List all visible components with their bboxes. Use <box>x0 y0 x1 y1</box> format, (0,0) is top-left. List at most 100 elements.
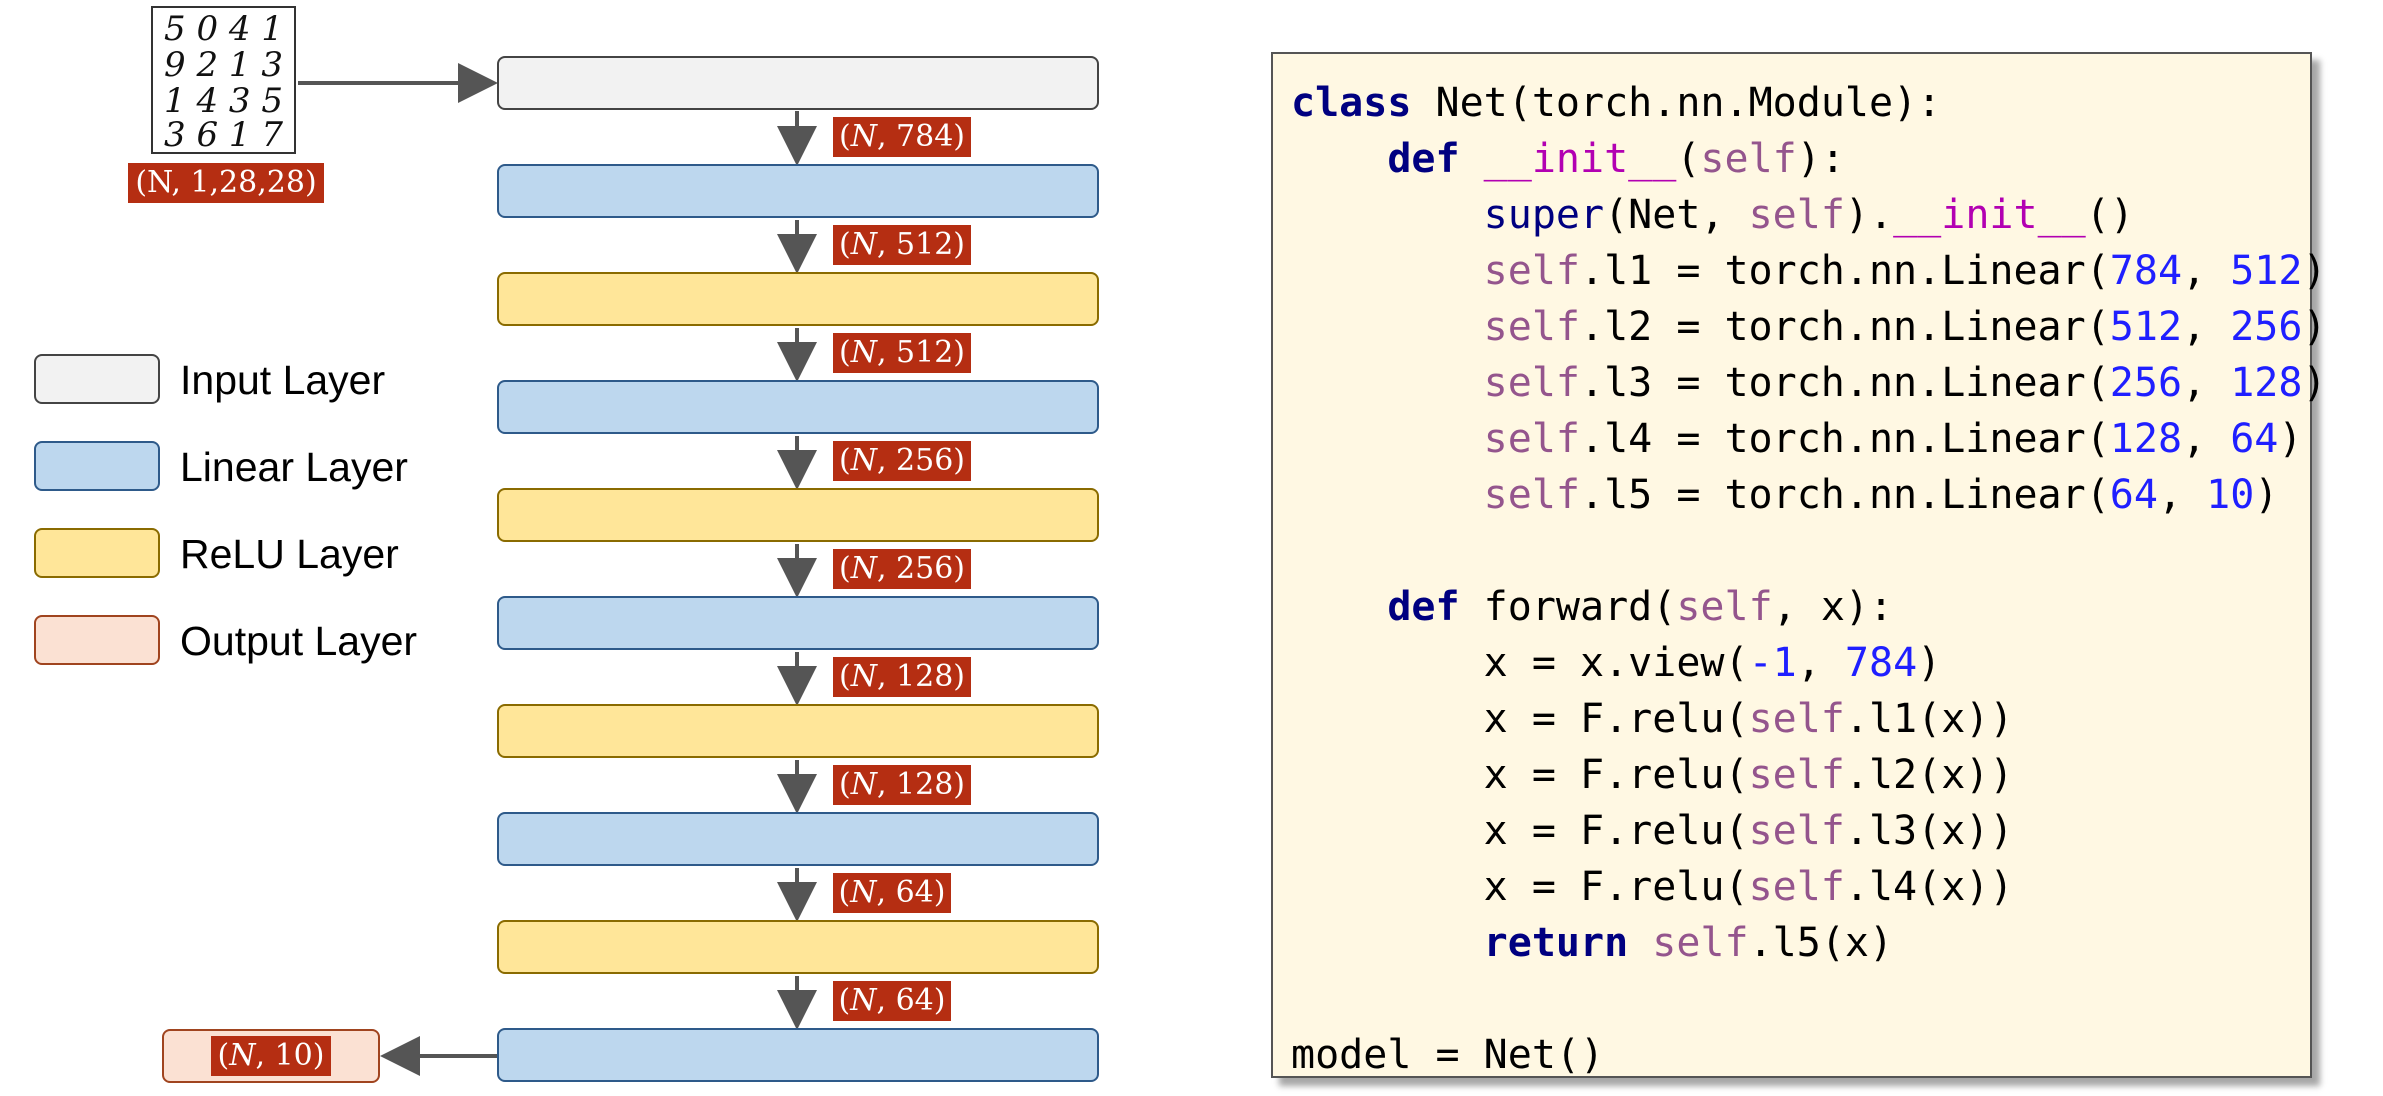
shape-tag: (N, 64) <box>833 873 951 913</box>
code-token: def <box>1387 136 1460 182</box>
code-number: 64 <box>2109 472 2158 518</box>
code-line: x = F.relu(self.l1(x)) <box>1483 696 2014 742</box>
code-token: x = F.relu( <box>1483 808 1749 854</box>
legend-swatch-relu <box>34 528 160 578</box>
shape-dim: 10 <box>274 1038 313 1073</box>
code-line: self.l3 = torch.nn.Linear(256, 128) <box>1483 360 2327 406</box>
digit-row: 5 0 4 1 <box>164 9 283 49</box>
code-token: self <box>1700 136 1797 182</box>
code-token: self <box>1483 360 1580 406</box>
code-number: 10 <box>2206 472 2255 518</box>
batch-symbol: N <box>850 659 877 694</box>
code-token: self <box>1748 752 1845 798</box>
code-token: x = x.view( <box>1483 640 1749 686</box>
code-token: x = F.relu( <box>1483 864 1749 910</box>
code-number: 256 <box>2109 360 2183 406</box>
code-number: 128 <box>2230 360 2303 406</box>
code-line: self.l4 = torch.nn.Linear(128, 64) <box>1483 416 2303 462</box>
code-line: return self.l5(x) <box>1483 920 1894 966</box>
code-line: self.l1 = torch.nn.Linear(784, 512) <box>1483 248 2327 294</box>
input-shape-tag: (N, 1,28,28) <box>128 163 324 203</box>
code-token: .l1 = torch.nn.Linear( <box>1579 248 2110 294</box>
shape-dim: 256 <box>896 443 954 478</box>
linear-layer <box>497 380 1099 434</box>
code-token: self <box>1748 192 1845 238</box>
code-token: self <box>1748 864 1845 910</box>
shape-tag: (N, 64) <box>833 981 951 1021</box>
legend-swatch-input <box>34 354 160 404</box>
code-token: self <box>1676 584 1773 630</box>
legend-label: Input Layer <box>180 357 386 403</box>
linear-layer <box>497 1028 1099 1082</box>
shape-tag: (N, 128) <box>833 657 971 697</box>
mnist-digits-image: 5 0 4 1 9 2 1 3 1 4 3 5 3 6 1 7 <box>151 6 296 154</box>
code-token: .l5 = torch.nn.Linear( <box>1579 472 2110 518</box>
legend-swatch-output <box>34 615 160 665</box>
code-number: 784 <box>2109 248 2183 294</box>
code-token: self <box>1748 808 1845 854</box>
batch-symbol: N <box>850 551 877 586</box>
code-token: __init__ <box>1893 192 2086 238</box>
code-token: self <box>1483 416 1580 462</box>
shape-tag: (N, 256) <box>833 441 971 481</box>
shape-dim: 128 <box>896 767 954 802</box>
code-line: super(Net, self).__init__() <box>1483 192 2134 238</box>
batch-symbol: N <box>229 1038 256 1073</box>
shape-dim: 784 <box>896 119 954 154</box>
code-number: 64 <box>2230 416 2279 462</box>
code-token: .l3 = torch.nn.Linear( <box>1579 360 2110 406</box>
code-line: def forward(self, x): <box>1387 584 1894 630</box>
code-number: 512 <box>2230 248 2303 294</box>
batch-symbol: N <box>850 875 877 910</box>
batch-symbol: N <box>850 119 877 154</box>
digit-row: 1 4 3 5 <box>164 81 283 121</box>
code-line: x = x.view(-1, 784) <box>1483 640 1942 686</box>
code-line: x = F.relu(self.l2(x)) <box>1483 752 2014 798</box>
linear-layer <box>497 596 1099 650</box>
relu-layer <box>497 272 1099 326</box>
digit-row: 9 2 1 3 <box>164 45 283 85</box>
input-layer <box>497 56 1099 110</box>
code-line: def __init__(self): <box>1387 136 1845 182</box>
code-line: x = F.relu(self.l4(x)) <box>1483 864 2014 910</box>
relu-layer <box>497 704 1099 758</box>
shape-tag: (N, 128) <box>833 765 971 805</box>
code-token: x = F.relu( <box>1483 752 1749 798</box>
shape-tag: (N, 256) <box>833 549 971 589</box>
shape-tag: (N, 512) <box>833 225 971 265</box>
code-token: super <box>1483 192 1605 238</box>
code-number: -1 <box>1748 640 1797 686</box>
shape-dim: 512 <box>896 227 954 262</box>
legend-label: Linear Layer <box>180 444 408 490</box>
code-number: 128 <box>2109 416 2183 462</box>
code-token: def <box>1387 584 1460 630</box>
legend-label: ReLU Layer <box>180 531 399 577</box>
linear-layer <box>497 164 1099 218</box>
code-number: 784 <box>1844 640 1918 686</box>
batch-symbol: N <box>850 767 877 802</box>
shape-dim: 512 <box>896 335 954 370</box>
code-panel: class Net(torch.nn.Module): def __init__… <box>1271 52 2327 1078</box>
shape-tag: (N, 784) <box>833 117 971 157</box>
shape-tag: (N, 512) <box>833 333 971 373</box>
shape-dim: 64 <box>895 875 934 910</box>
relu-layer <box>497 920 1099 974</box>
legend-label: Output Layer <box>180 618 418 664</box>
code-token: self <box>1483 304 1580 350</box>
code-line: model = Net() <box>1291 1032 1605 1078</box>
code-token: self <box>1652 920 1749 966</box>
code-token: __init__ <box>1483 136 1677 182</box>
batch-symbol: N <box>850 335 877 370</box>
code-token: .l2 = torch.nn.Linear( <box>1579 304 2110 350</box>
digit-row: 3 6 1 7 <box>164 115 283 155</box>
batch-symbol: N <box>850 443 877 478</box>
shape-dim: 256 <box>896 551 954 586</box>
relu-layer <box>497 488 1099 542</box>
code-number: 512 <box>2109 304 2183 350</box>
code-line: self.l2 = torch.nn.Linear(512, 256) <box>1483 304 2327 350</box>
code-token: self <box>1483 248 1580 294</box>
code-token: Net(torch.nn.Module): <box>1411 80 1942 126</box>
code-token: .l4 = torch.nn.Linear( <box>1579 416 2110 462</box>
legend-swatch-linear <box>34 441 160 491</box>
